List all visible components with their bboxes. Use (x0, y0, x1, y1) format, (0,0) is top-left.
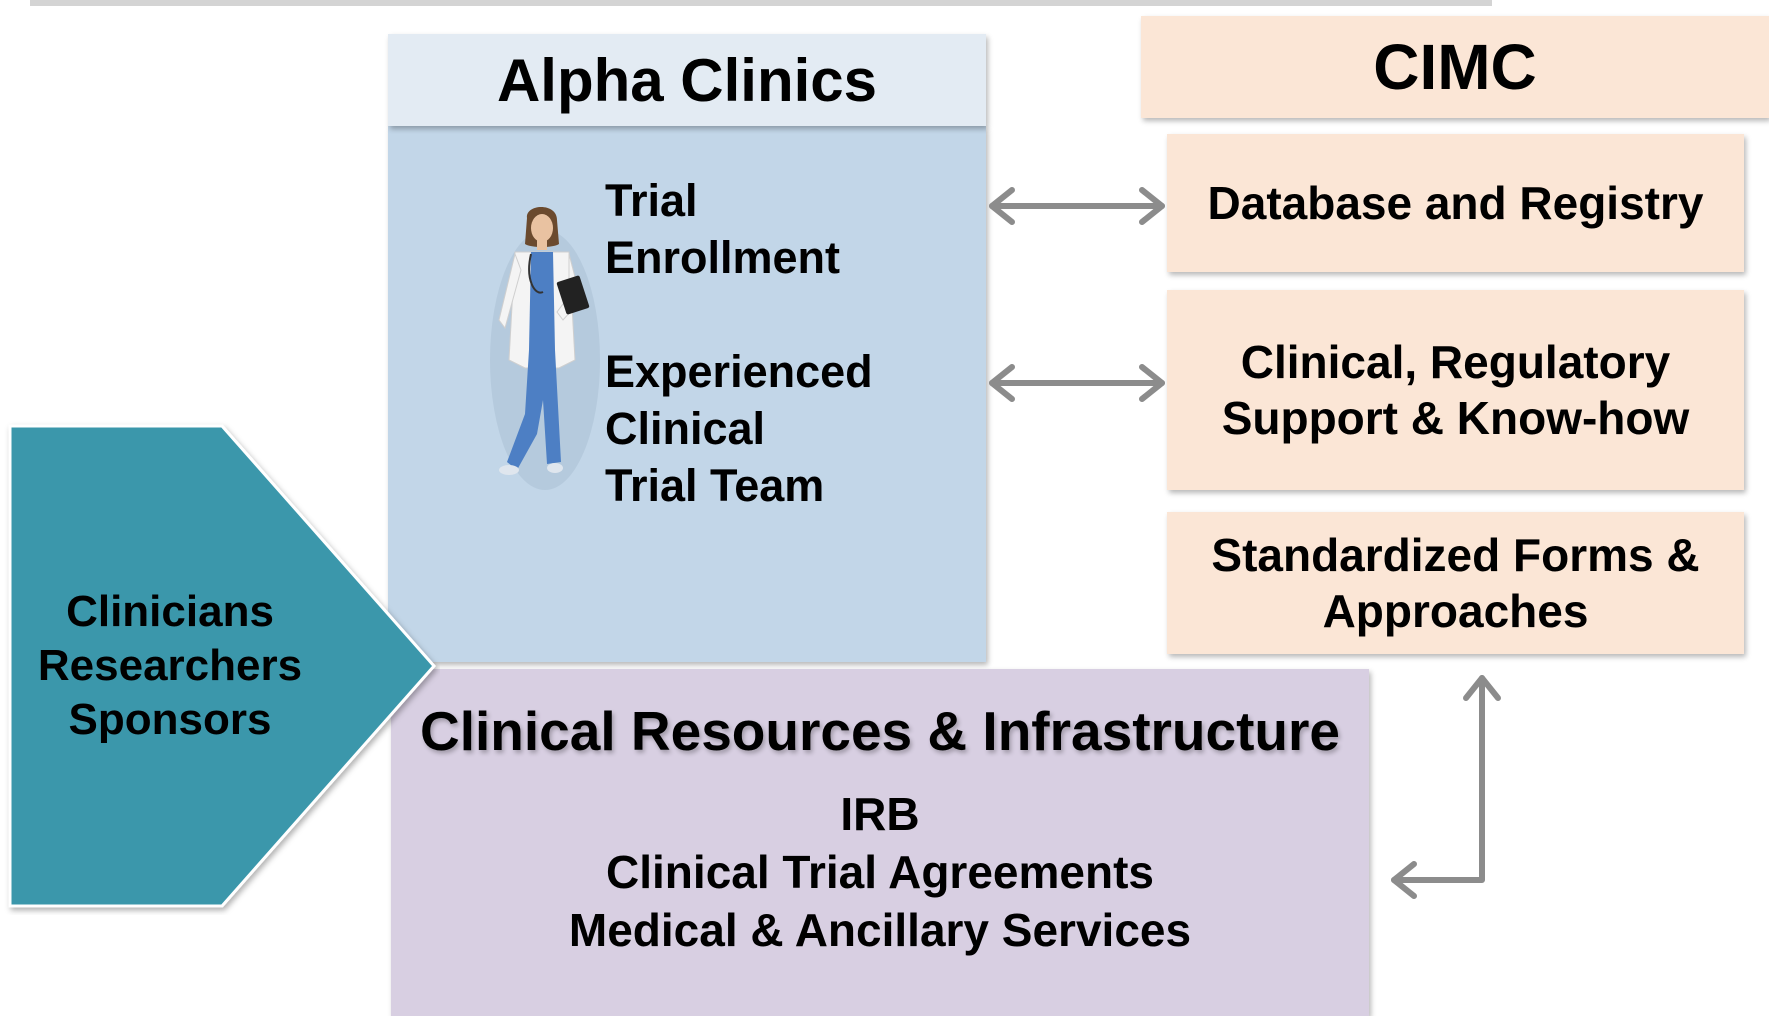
trial-enrollment-label: Trial Enrollment (605, 172, 840, 286)
clinical-resources-box: Clinical Resources & Infrastructure IRB … (391, 669, 1369, 1016)
stakeholder-item: Researchers (37, 641, 303, 690)
resource-item: Clinical Trial Agreements (606, 846, 1154, 898)
alpha-clinics-header: Alpha Clinics (388, 34, 986, 126)
clinical-resources-title: Clinical Resources & Infrastructure (419, 700, 1340, 762)
cimc-header: CIMC (1141, 16, 1769, 118)
database-registry-label: Database and Registry (1207, 177, 1704, 229)
double-arrow-icon (989, 187, 1165, 225)
cimc-title: CIMC (1373, 31, 1537, 103)
clinical-resources-list: IRB Clinical Trial Agreements Medical & … (391, 785, 1369, 959)
stakeholder-item: Clinicians (66, 587, 274, 636)
double-arrow-icon (989, 364, 1165, 402)
standardized-forms-line: Standardized Forms & (1211, 529, 1700, 581)
stakeholders-label: Clinicians Researchers Sponsors (30, 585, 310, 747)
standardized-forms-line: Approaches (1322, 585, 1589, 637)
regulatory-support-line: Support & Know-how (1221, 392, 1690, 444)
resource-item: IRB (840, 788, 920, 840)
stakeholder-item: Sponsors (68, 695, 272, 744)
trial-team-label: Experienced Clinical Trial Team (605, 343, 873, 514)
elbow-double-arrow-icon (1391, 675, 1501, 899)
resource-item: Medical & Ancillary Services (568, 904, 1192, 956)
doctor-figure-icon (490, 207, 600, 490)
stakeholders-pentagon (8, 424, 437, 908)
trial-team-line: Experienced (605, 346, 873, 397)
trial-team-line: Clinical (605, 403, 766, 454)
top-divider (30, 0, 1492, 6)
regulatory-support-box: Clinical, Regulatory Support & Know-how (1167, 290, 1744, 490)
standardized-forms-box: Standardized Forms & Approaches (1167, 512, 1744, 654)
alpha-clinics-body (388, 126, 986, 662)
trial-enrollment-line: Trial (605, 175, 698, 226)
alpha-clinics-title: Alpha Clinics (496, 46, 878, 114)
trial-team-line: Trial Team (605, 460, 825, 511)
trial-enrollment-line: Enrollment (605, 232, 841, 283)
database-registry-box: Database and Registry (1167, 134, 1744, 272)
regulatory-support-line: Clinical, Regulatory (1240, 336, 1671, 388)
